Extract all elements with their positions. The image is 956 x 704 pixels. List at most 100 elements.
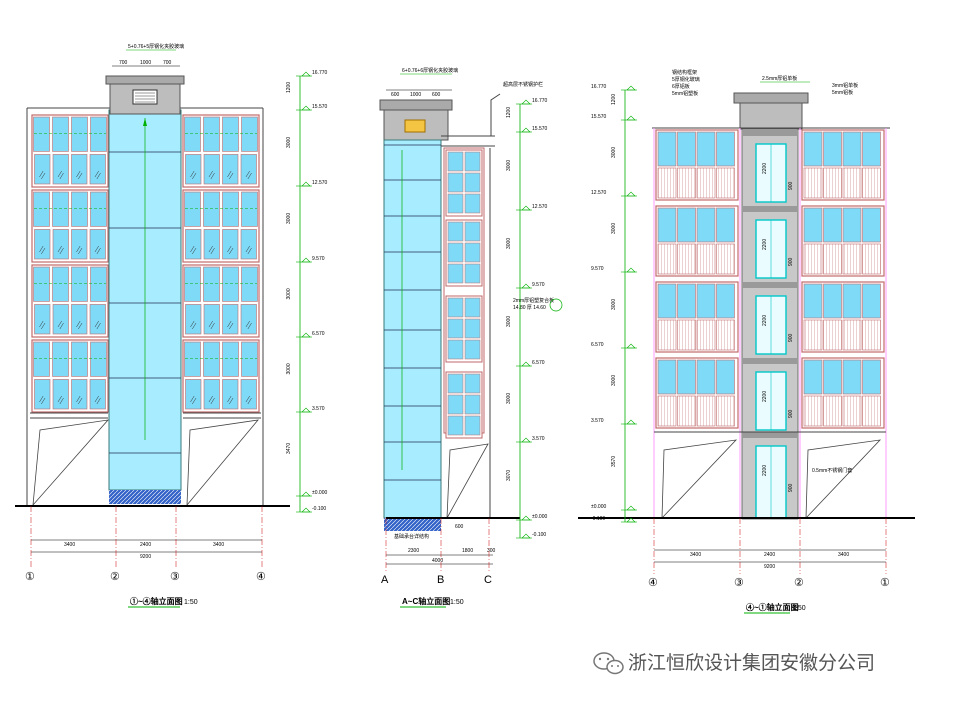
glass-pane bbox=[696, 207, 716, 243]
side-pane bbox=[464, 172, 481, 193]
glass-pane bbox=[222, 266, 239, 302]
glass-pane bbox=[90, 266, 107, 302]
louver-panel bbox=[677, 167, 696, 199]
louver-panel bbox=[657, 319, 677, 351]
right-grid-3: ② bbox=[794, 577, 804, 589]
floor-height-dim: 1200 bbox=[506, 107, 512, 118]
glass-pane bbox=[677, 359, 696, 395]
side-pane bbox=[464, 193, 481, 214]
louver-panel bbox=[716, 395, 735, 427]
side-pane bbox=[464, 415, 481, 436]
glass-pane bbox=[803, 283, 823, 319]
floor-height-dim: 3000 bbox=[506, 393, 512, 404]
lower-pane bbox=[89, 154, 106, 185]
lower-pane bbox=[222, 229, 239, 260]
right-bottom-dim-1: 3400 bbox=[690, 552, 701, 558]
glass-pane bbox=[33, 341, 50, 377]
mid-title: A~C轴立面图 bbox=[402, 596, 450, 606]
drawing-title: ①~④轴立面图 bbox=[130, 596, 183, 606]
watermark: 浙江恒欣设计集团安徽分公司 bbox=[593, 652, 875, 675]
level-marker bbox=[301, 491, 311, 497]
louver-panel bbox=[823, 167, 842, 199]
mid-total-dim: 4000 bbox=[432, 558, 443, 564]
middle-elevation: 6+0.76+6厚钢化夹胶玻璃 600 1000 600 超高层不锈钢护栏 2m… bbox=[379, 67, 563, 608]
elevation-label: 15.570 bbox=[312, 104, 328, 110]
level-marker bbox=[301, 257, 311, 263]
door-width-dim: 900 bbox=[788, 257, 794, 266]
level-marker bbox=[521, 515, 531, 521]
elevation-label: 12.570 bbox=[312, 180, 328, 186]
bottom-dim-1: 3400 bbox=[64, 542, 75, 548]
level-marker bbox=[626, 115, 636, 121]
glass-pane bbox=[823, 359, 842, 395]
glass-pane bbox=[241, 266, 258, 302]
floor-height-dim: 1200 bbox=[611, 94, 617, 105]
elevation-label: 3.570 bbox=[591, 418, 604, 424]
louver-panel bbox=[803, 319, 823, 351]
lower-pane bbox=[222, 154, 239, 185]
top-dim-1: 700 bbox=[119, 60, 128, 66]
left-elevation: 5+0.76+5厚钢化夹胶玻璃 700 1000 700 16.77015.57… bbox=[15, 43, 328, 608]
glass-pane bbox=[203, 191, 220, 227]
level-marker bbox=[626, 191, 636, 197]
mid-panel-note-2: 14.80 厚 14.60 bbox=[513, 305, 546, 311]
lower-pane bbox=[240, 304, 257, 335]
side-pane bbox=[464, 263, 481, 284]
elevation-label: 16.770 bbox=[591, 84, 607, 90]
level-marker bbox=[626, 517, 636, 523]
elevation-label: 3.570 bbox=[532, 436, 545, 442]
lower-pane bbox=[185, 154, 202, 185]
glass-pane bbox=[184, 191, 201, 227]
elevation-label: 16.770 bbox=[532, 98, 548, 104]
glass-pane bbox=[241, 116, 258, 152]
louver-panel bbox=[696, 167, 716, 199]
level-marker bbox=[301, 181, 311, 187]
elevator-shaft-side bbox=[383, 139, 442, 519]
mid-grid-B: B bbox=[437, 574, 444, 586]
right-roof-note: 2.5mm厚铝单板 bbox=[762, 75, 797, 82]
right-door-note: 0.5mm不锈钢门套 bbox=[812, 467, 852, 474]
mid-scale: 1:50 bbox=[450, 599, 464, 606]
floor-height-dim: 3470 bbox=[286, 443, 292, 454]
glass-pane bbox=[677, 207, 696, 243]
mid-railing-note: 超高层不锈钢护栏 bbox=[503, 81, 543, 88]
detail-callout bbox=[549, 298, 563, 312]
louver-panel bbox=[803, 243, 823, 275]
right-note-3: 6厚铝板 bbox=[672, 83, 690, 90]
side-pane bbox=[464, 297, 481, 318]
lower-pane bbox=[34, 304, 51, 335]
glass-pane bbox=[33, 191, 50, 227]
right-note-1: 钢结构框架 bbox=[672, 69, 697, 76]
floor-height-dim: 3000 bbox=[286, 137, 292, 148]
glass-pane bbox=[71, 191, 88, 227]
glass-pane bbox=[803, 359, 823, 395]
level-marker bbox=[301, 507, 311, 513]
lower-pane bbox=[52, 304, 69, 335]
glass-pane bbox=[222, 116, 239, 152]
elevation-label: ±0.000 bbox=[532, 514, 547, 520]
level-marker bbox=[301, 71, 311, 77]
right-bottom-dim-3: 3400 bbox=[838, 552, 849, 558]
glass-pane bbox=[716, 131, 735, 167]
right-note-4: 5mm铝塑板 bbox=[672, 90, 698, 97]
glass-pane bbox=[657, 207, 677, 243]
side-pane bbox=[447, 151, 464, 172]
louver-panel bbox=[823, 395, 842, 427]
louver-panel bbox=[862, 395, 881, 427]
louver-panel bbox=[716, 319, 735, 351]
floor-height-dim: 3000 bbox=[611, 223, 617, 234]
side-pane bbox=[464, 221, 481, 242]
lower-pane bbox=[71, 304, 88, 335]
glass-pane bbox=[696, 283, 716, 319]
lower-pane bbox=[34, 154, 51, 185]
grid-label-1: ① bbox=[25, 571, 35, 583]
side-pane bbox=[447, 172, 464, 193]
door-height-dim: 2200 bbox=[762, 163, 768, 174]
lower-pane bbox=[185, 304, 202, 335]
mid-bottom-dim-2: 1800 bbox=[462, 548, 473, 554]
glass-pane bbox=[677, 283, 696, 319]
side-pane bbox=[447, 221, 464, 242]
louver-panel bbox=[842, 167, 862, 199]
lower-pane bbox=[203, 379, 220, 410]
drawing-scale: 1:50 bbox=[184, 599, 198, 606]
